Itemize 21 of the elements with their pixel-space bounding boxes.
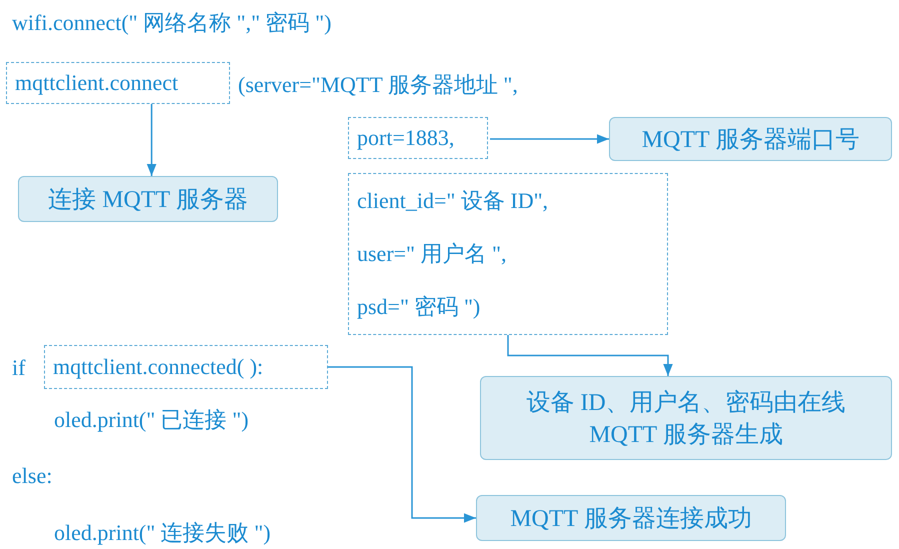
code-line: client_id=" 设备 ID", bbox=[357, 186, 548, 215]
code-highlight-box: mqttclient.connected( ): bbox=[44, 345, 328, 389]
code-keyword: if bbox=[12, 355, 26, 381]
code-highlight-box: mqttclient.connect bbox=[6, 62, 230, 104]
code-line: (server="MQTT 服务器地址 ", bbox=[238, 71, 518, 99]
annotation-box: MQTT 服务器端口号 bbox=[609, 117, 892, 161]
annotation-box: 设备 ID、用户名、密码由在线 MQTT 服务器生成 bbox=[480, 376, 892, 460]
arrow bbox=[146, 104, 156, 176]
code-line: psd=" 密码 ") bbox=[357, 293, 480, 322]
arrow bbox=[507, 335, 673, 376]
code-line: wifi.connect(" 网络名称 "," 密码 ") bbox=[12, 9, 332, 37]
code-keyword: else: bbox=[12, 463, 52, 489]
code-highlight-box bbox=[348, 173, 668, 335]
code-line: user=" 用户名 ", bbox=[357, 240, 507, 268]
annotation-box: 连接 MQTT 服务器 bbox=[18, 176, 278, 222]
code-highlight-box: port=1883, bbox=[348, 117, 488, 159]
annotation-box: MQTT 服务器连接成功 bbox=[476, 495, 786, 541]
arrow bbox=[490, 134, 609, 144]
code-line: oled.print(" 已连接 ") bbox=[54, 406, 249, 434]
code-line: oled.print(" 连接失败 ") bbox=[54, 519, 271, 547]
arrow bbox=[328, 366, 476, 523]
